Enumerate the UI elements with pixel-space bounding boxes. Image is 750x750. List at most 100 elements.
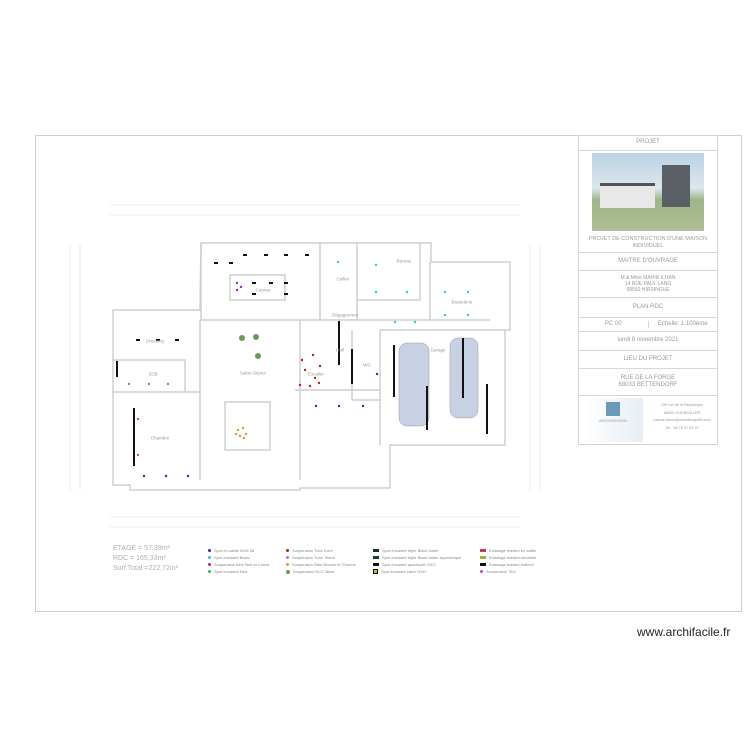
legend-item: Suspension TAO xyxy=(480,569,516,574)
plan-name: PLAN RDC xyxy=(579,298,717,318)
legend-marker-icon xyxy=(480,556,486,559)
tube-gold-marker xyxy=(313,376,317,380)
title-block: PROJET PROJET DE CONSTRUCTION D'UNE MAIS… xyxy=(578,135,718,445)
rain-suspension-marker xyxy=(236,428,240,432)
rain-suspension-marker xyxy=(234,432,238,436)
spot-black-marker xyxy=(166,382,170,386)
linear-light-marker xyxy=(116,361,118,377)
legend-item: Spot encastré Noir xyxy=(208,569,247,574)
room-label: Cuisine xyxy=(255,287,271,293)
walls xyxy=(112,242,511,491)
legend-marker-icon xyxy=(480,563,486,566)
glo-suspension-marker xyxy=(255,353,261,359)
room-label: Bureau xyxy=(396,258,412,264)
legend-item: Spot encastré quadruple OXO xyxy=(373,562,436,567)
spot-bar-marker xyxy=(136,339,140,341)
tube-gold-marker xyxy=(298,383,302,387)
spot-bar-marker xyxy=(264,254,268,256)
sheet-border xyxy=(35,135,742,612)
site-address: RUE DE LA FORGE 68033 BETTENDORF xyxy=(579,369,717,396)
owner-label: MAITRE D'OUVRAGE xyxy=(579,253,717,271)
legend-marker-icon xyxy=(286,549,289,552)
legend-item: Spot encastré Blanc xyxy=(208,555,250,560)
spot-noa-marker xyxy=(337,404,341,408)
spot-white-marker xyxy=(393,320,397,324)
spot-white-marker xyxy=(374,290,378,294)
legend-marker-icon xyxy=(373,556,379,559)
linear-light-marker xyxy=(351,349,353,384)
suspension-marker xyxy=(239,285,243,289)
spot-noa-marker xyxy=(314,404,318,408)
tube-gold-marker xyxy=(317,381,321,385)
legend-marker-icon xyxy=(208,556,211,559)
spot-noa-marker xyxy=(164,474,168,478)
legend-item: Eclairage linéaire en saillie xyxy=(480,548,536,553)
spot-white-marker xyxy=(405,290,409,294)
spot-bar-marker xyxy=(284,293,288,295)
spot-noa-marker xyxy=(142,474,146,478)
legend-item: Eclairage linéaire encastré xyxy=(480,555,536,560)
project-title: PROJET DE CONSTRUCTION D'UNE MAISON INDI… xyxy=(579,233,717,253)
tube-gold-marker xyxy=(318,364,322,368)
legend-item: Suspension Rain Bronze et Chrome xyxy=(286,562,356,567)
rain-suspension-marker xyxy=(241,426,245,430)
company-contact: 190 rue de la République 68500 GUEBWILLE… xyxy=(653,403,711,430)
room-label: Dégagement xyxy=(332,312,358,318)
spot-bar-marker xyxy=(252,282,256,284)
dimension-lines xyxy=(69,204,541,528)
tube-gold-marker xyxy=(308,384,312,388)
tube-gold-marker xyxy=(311,353,315,357)
tao-marker xyxy=(136,453,140,457)
spot-bar-marker xyxy=(284,282,288,284)
spot-white-marker xyxy=(413,320,417,324)
date: lundi 8 novembre 2021 xyxy=(579,332,717,351)
legend-item: Spot encastré triple Black foster asymét… xyxy=(373,555,461,560)
glo-suspension-marker xyxy=(239,335,245,341)
spot-bar-marker xyxy=(269,282,273,284)
spot-bar-marker xyxy=(305,254,309,256)
rain-suspension-marker xyxy=(238,434,242,438)
spot-white-marker xyxy=(374,263,378,267)
legend-item: Suspension GLO 38cm xyxy=(286,569,334,574)
light-fixtures xyxy=(116,254,488,478)
legend-item: Spot en saillie NOA 58 xyxy=(208,548,254,553)
legend-marker-icon xyxy=(286,556,289,559)
tube-gold-marker xyxy=(303,368,307,372)
legend-item: Suspension Tube Titane xyxy=(286,555,335,560)
area-etage: ETAGE = 57,39m² xyxy=(113,545,170,552)
car-icon xyxy=(398,342,430,427)
spot-white-marker xyxy=(443,313,447,317)
glo-suspension-marker xyxy=(253,334,259,340)
suspension-marker xyxy=(235,288,239,292)
linear-light-marker xyxy=(393,345,395,397)
spot-black-marker xyxy=(147,382,151,386)
room-label: Dressing xyxy=(146,338,164,344)
linear-light-marker xyxy=(486,384,488,434)
room-label: Escalier xyxy=(307,371,325,377)
area-rdc: RDC = 165,33m² xyxy=(113,555,166,562)
legend-item: Spot encastré carré OXO xyxy=(373,569,426,574)
legend-item: Suspension Tube Doré xyxy=(286,548,333,553)
company-logo: ARCHIDESIGN xyxy=(583,398,643,442)
linear-light-marker xyxy=(133,408,135,466)
legend-marker-icon xyxy=(208,570,211,573)
tb-header: PROJET xyxy=(579,136,717,151)
linear-light-marker xyxy=(426,386,428,430)
spot-white-marker xyxy=(466,290,470,294)
room-label: Salon-Séjour xyxy=(239,370,267,376)
spot-noa-marker xyxy=(375,372,379,376)
legend-marker-icon xyxy=(208,563,211,566)
spot-bar-marker xyxy=(229,262,233,264)
linear-light-marker xyxy=(462,338,464,398)
legend-item: Eclairage linéaire indirect xyxy=(480,562,534,567)
tube-gold-marker xyxy=(300,358,304,362)
spot-bar-marker xyxy=(156,339,160,341)
spot-bar-marker xyxy=(214,262,218,264)
legend-item: Suspension tube Noir et Cuivre xyxy=(208,562,269,567)
legend-marker-icon xyxy=(373,549,379,552)
spot-noa-marker xyxy=(186,474,190,478)
watermark: www.archifacile.fr xyxy=(637,625,731,639)
room-label: WC xyxy=(363,362,371,368)
legend-marker-icon xyxy=(373,563,379,566)
